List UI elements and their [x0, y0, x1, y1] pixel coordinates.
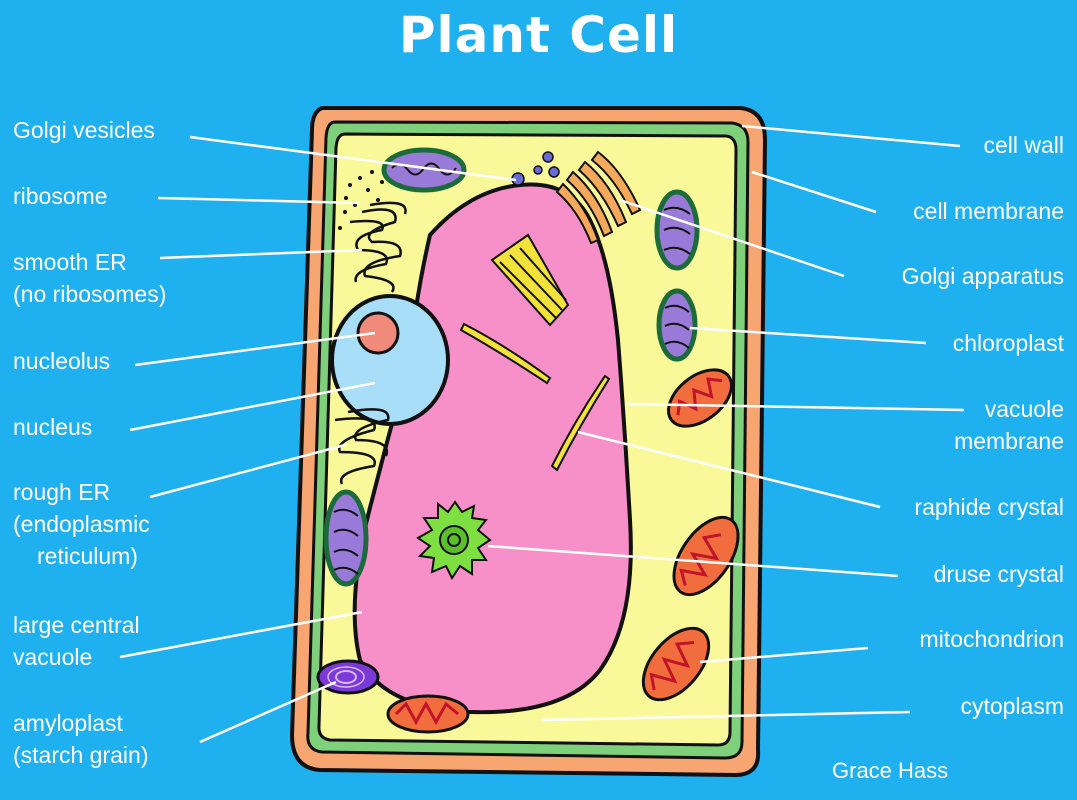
rough-er	[334, 408, 390, 485]
label-raphide-crystal: raphide crystal	[914, 494, 1064, 520]
diagram-title: Plant Cell	[398, 6, 679, 64]
label-amyloplast: amyloplast (starch grain)	[13, 710, 149, 768]
chloroplast	[323, 489, 369, 587]
author-credit: Grace Hass	[832, 758, 949, 783]
label-smooth-er: smooth ER (no ribosomes)	[13, 249, 167, 307]
label-rough-er: rough ER (endoplasmic reticulum)	[13, 479, 150, 569]
label-golgi-apparatus: Golgi apparatus	[901, 263, 1064, 289]
label-pointer-lines	[119, 124, 965, 744]
label-large-central-vacuole: large central vacuole	[13, 612, 140, 670]
golgi-vesicles	[511, 151, 560, 186]
label-nucleolus: nucleolus	[13, 348, 111, 374]
label-cell-membrane: cell membrane	[913, 198, 1064, 224]
label-chloroplast: chloroplast	[952, 330, 1064, 356]
label-druse-crystal: druse crystal	[933, 561, 1064, 587]
label-mitochondrion: mitochondrion	[919, 626, 1064, 652]
label-vacuole-membrane: vacuole membrane	[954, 396, 1064, 454]
chloroplast	[381, 147, 467, 193]
chloroplast	[656, 288, 698, 362]
amyloplast	[316, 659, 380, 695]
druse-crystal	[416, 500, 492, 580]
label-golgi-vesicles: Golgi vesicles	[13, 117, 155, 143]
chloroplast	[654, 189, 700, 271]
label-cytoplasm: cytoplasm	[960, 693, 1064, 719]
label-cell-wall: cell wall	[983, 132, 1064, 158]
chloroplasts	[323, 147, 700, 587]
golgi-apparatus	[555, 150, 642, 245]
label-nucleus: nucleus	[13, 414, 93, 440]
nucleus	[330, 294, 450, 426]
nucleolus	[356, 311, 400, 355]
label-ribosome: ribosome	[13, 183, 108, 209]
mitochondria	[386, 368, 740, 734]
raphide-crystals	[459, 233, 611, 472]
